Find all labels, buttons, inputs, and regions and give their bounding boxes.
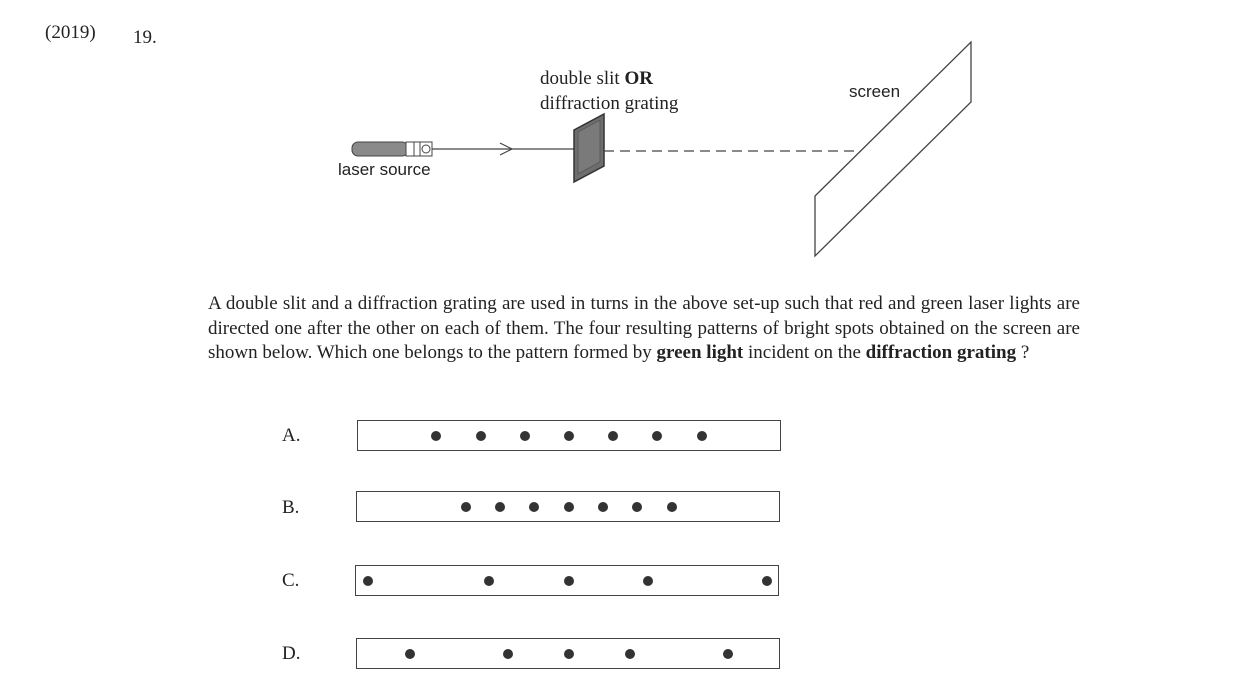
beam-arrow-icon: [499, 142, 514, 156]
bright-spot: [564, 430, 574, 441]
bright-spot: [529, 501, 539, 512]
question-part3: ?: [1016, 342, 1030, 363]
option-c-letter: C.: [282, 570, 300, 591]
slit-grating-label: double slit OR diffraction grating: [540, 66, 678, 116]
screen-label: screen: [849, 82, 901, 101]
question-text: A double slit and a diffraction grating …: [208, 292, 1080, 366]
option-a-letter: A.: [282, 425, 301, 446]
bright-spot: [598, 501, 608, 512]
option-b-letter: B.: [282, 497, 300, 518]
bright-spot: [564, 575, 574, 586]
bright-spot: [762, 575, 772, 586]
bright-spot: [431, 430, 441, 441]
experiment-diagram: [351, 40, 972, 258]
bright-spot: [625, 648, 635, 659]
bright-spot: [405, 648, 415, 659]
bright-spot: [652, 430, 662, 441]
bright-spot: [564, 501, 574, 512]
slit-label-line1: double slit: [540, 68, 620, 89]
laser-source-body: [351, 141, 409, 157]
bright-spot: [495, 501, 505, 512]
bright-spot: [608, 430, 618, 441]
option-a-pattern[interactable]: [357, 420, 781, 451]
option-c-pattern[interactable]: [355, 565, 779, 596]
option-d-pattern[interactable]: [356, 638, 780, 669]
question-bold-grating: diffraction grating: [865, 342, 1017, 363]
option-b-pattern[interactable]: [356, 491, 780, 522]
bright-spot: [632, 501, 642, 512]
question-part2: incident on the: [743, 342, 866, 363]
option-d-letter: D.: [282, 643, 301, 664]
bright-spot: [503, 648, 513, 659]
bright-spot: [461, 501, 471, 512]
bright-spot: [520, 430, 530, 441]
bright-spot: [723, 648, 733, 659]
question-bold-green: green light: [656, 342, 744, 363]
screen-panel: [814, 40, 972, 258]
slit-label-or: OR: [624, 68, 653, 89]
bright-spot: [484, 575, 494, 586]
bright-spot: [363, 575, 373, 586]
laser-source-nozzle: [405, 141, 433, 157]
bright-spot: [564, 648, 574, 659]
bright-spot: [667, 501, 677, 512]
bright-spot: [643, 575, 653, 586]
laser-source-label: laser source: [338, 160, 431, 179]
question-year: (2019): [45, 22, 96, 43]
question-part1: A double slit and a diffraction grating …: [208, 293, 1080, 363]
bright-spot: [697, 430, 707, 441]
slit-label-line2: diffraction grating: [540, 93, 679, 114]
question-number: 19.: [133, 27, 157, 48]
bright-spot: [476, 430, 486, 441]
